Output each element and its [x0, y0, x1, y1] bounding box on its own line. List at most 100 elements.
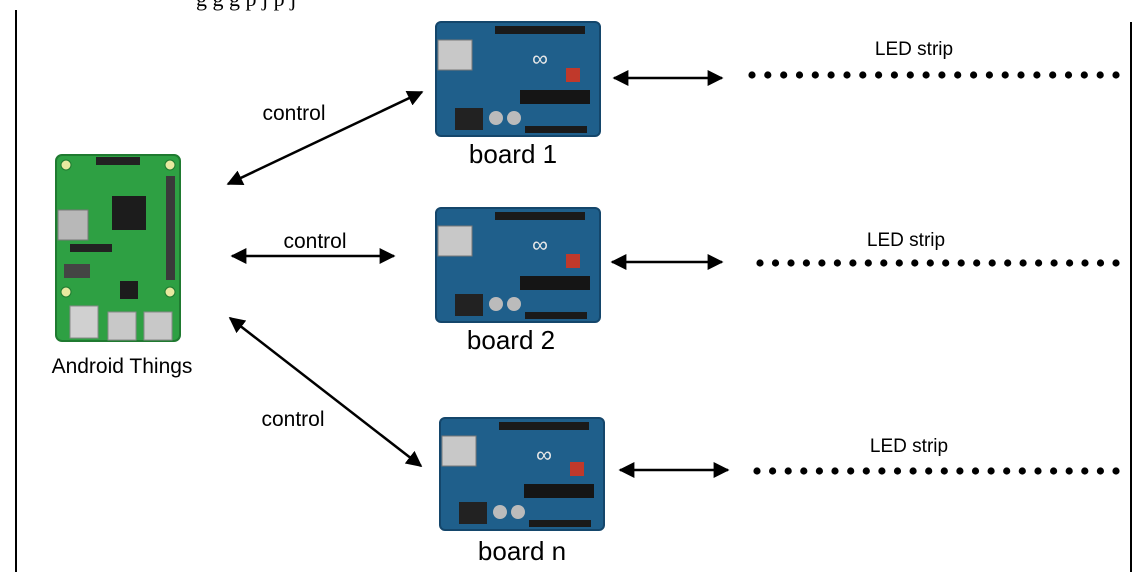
- rpi-usb-port: [143, 311, 173, 341]
- led-strip-1: [748, 71, 1120, 79]
- led-dot: [1080, 71, 1088, 79]
- led-dot: [859, 71, 867, 79]
- led-dot: [890, 71, 899, 79]
- led-dot: [909, 467, 917, 475]
- arduino-mcu-chip: [524, 484, 594, 498]
- led-dot: [1003, 467, 1011, 475]
- arduino-board-1: ∞: [435, 21, 601, 137]
- led-dot: [1017, 71, 1025, 79]
- arduino-analog-header: [525, 312, 587, 319]
- led-dot: [862, 467, 870, 475]
- rpi-camera-connector: [70, 244, 112, 252]
- arduino-logo: ∞: [536, 442, 552, 467]
- arduino-reset-button: [570, 462, 584, 476]
- led-dot: [847, 467, 855, 475]
- led-dot: [1004, 259, 1012, 267]
- led-dot: [942, 259, 950, 267]
- arduino-mcu-chip: [520, 90, 590, 104]
- arduino-digital-header: [499, 422, 589, 430]
- led-strip-n: [753, 467, 1120, 475]
- rpi-small-chip: [120, 281, 138, 299]
- led-dot: [800, 467, 808, 475]
- led-strip-label-n: LED strip: [870, 436, 948, 457]
- arduino-usb-port: [437, 39, 473, 71]
- led-dot: [1034, 467, 1042, 475]
- led-dot: [787, 259, 795, 267]
- arduino-mcu-chip: [520, 276, 590, 290]
- led-dot: [843, 71, 851, 79]
- led-dot: [784, 467, 792, 475]
- arduino-pcb: [435, 207, 601, 323]
- led-dot: [1081, 259, 1089, 267]
- led-dot: [802, 259, 811, 267]
- arduino-power-jack: [459, 502, 487, 524]
- led-dot: [1035, 259, 1043, 267]
- arduino-logo: ∞: [532, 46, 548, 71]
- led-dot: [878, 467, 886, 475]
- led-dot: [831, 467, 839, 475]
- led-dot: [780, 71, 788, 79]
- board-label-2: board 2: [467, 325, 555, 355]
- led-dot: [875, 71, 883, 79]
- led-dot: [833, 259, 842, 267]
- led-dot: [940, 467, 948, 475]
- led-dot: [987, 467, 995, 475]
- led-dot: [985, 71, 994, 79]
- led-dot: [971, 467, 980, 475]
- led-dot: [893, 467, 902, 475]
- led-dot: [1064, 71, 1073, 79]
- led-dot: [771, 259, 780, 267]
- led-dot: [795, 71, 804, 79]
- led-dot: [849, 259, 857, 267]
- arduino-analog-header: [525, 126, 587, 133]
- led-dot: [1001, 71, 1009, 79]
- led-dot: [922, 71, 930, 79]
- rpi-usb-port: [107, 311, 137, 341]
- arduino-capacitor: [507, 297, 521, 311]
- rpi-mount-hole: [164, 159, 176, 171]
- led-dot: [1081, 467, 1089, 475]
- led-dot: [1050, 259, 1058, 267]
- arduino-reset-button: [566, 68, 580, 82]
- led-dot: [925, 467, 933, 475]
- rpi-mount-hole: [164, 286, 176, 298]
- rpi-display-connector: [96, 157, 140, 165]
- led-dot: [1112, 259, 1120, 267]
- led-dot: [753, 467, 761, 475]
- arduino-reset-button: [566, 254, 580, 268]
- arduino-capacitor: [507, 111, 521, 125]
- arduino-logo: ∞: [532, 232, 548, 257]
- led-dot: [1112, 71, 1120, 79]
- led-dot: [815, 467, 824, 475]
- led-dot: [973, 259, 981, 267]
- led-dot: [1049, 71, 1057, 79]
- arduino-power-jack: [455, 294, 483, 316]
- led-dot: [1112, 467, 1120, 475]
- led-dot: [1066, 259, 1074, 267]
- led-dot: [748, 71, 756, 79]
- led-dot: [906, 71, 914, 79]
- control-label-1: control: [262, 102, 325, 125]
- rpi-mount-hole: [60, 286, 72, 298]
- led-strip-2: [756, 259, 1120, 267]
- rpi-soc-chip: [112, 196, 146, 230]
- control-arrow-3: [228, 317, 423, 467]
- led-dot: [956, 467, 964, 475]
- led-dot: [1065, 467, 1073, 475]
- led-dot: [954, 71, 962, 79]
- led-dot: [911, 259, 919, 267]
- arduino-analog-header: [529, 520, 591, 527]
- rpi-ethernet-port: [69, 305, 99, 339]
- led-dot: [1018, 467, 1026, 475]
- control-arrow-1: [226, 90, 424, 186]
- led-dot: [1096, 259, 1105, 267]
- led-strip-label-1: LED strip: [875, 39, 953, 60]
- control-label-2: control: [283, 230, 346, 253]
- arduino-usb-port: [441, 435, 477, 467]
- led-dot: [938, 71, 946, 79]
- led-dot: [970, 71, 978, 79]
- arduino-capacitor: [489, 297, 503, 311]
- led-dot: [764, 71, 772, 79]
- led-dot: [818, 259, 826, 267]
- arduino-capacitor: [511, 505, 525, 519]
